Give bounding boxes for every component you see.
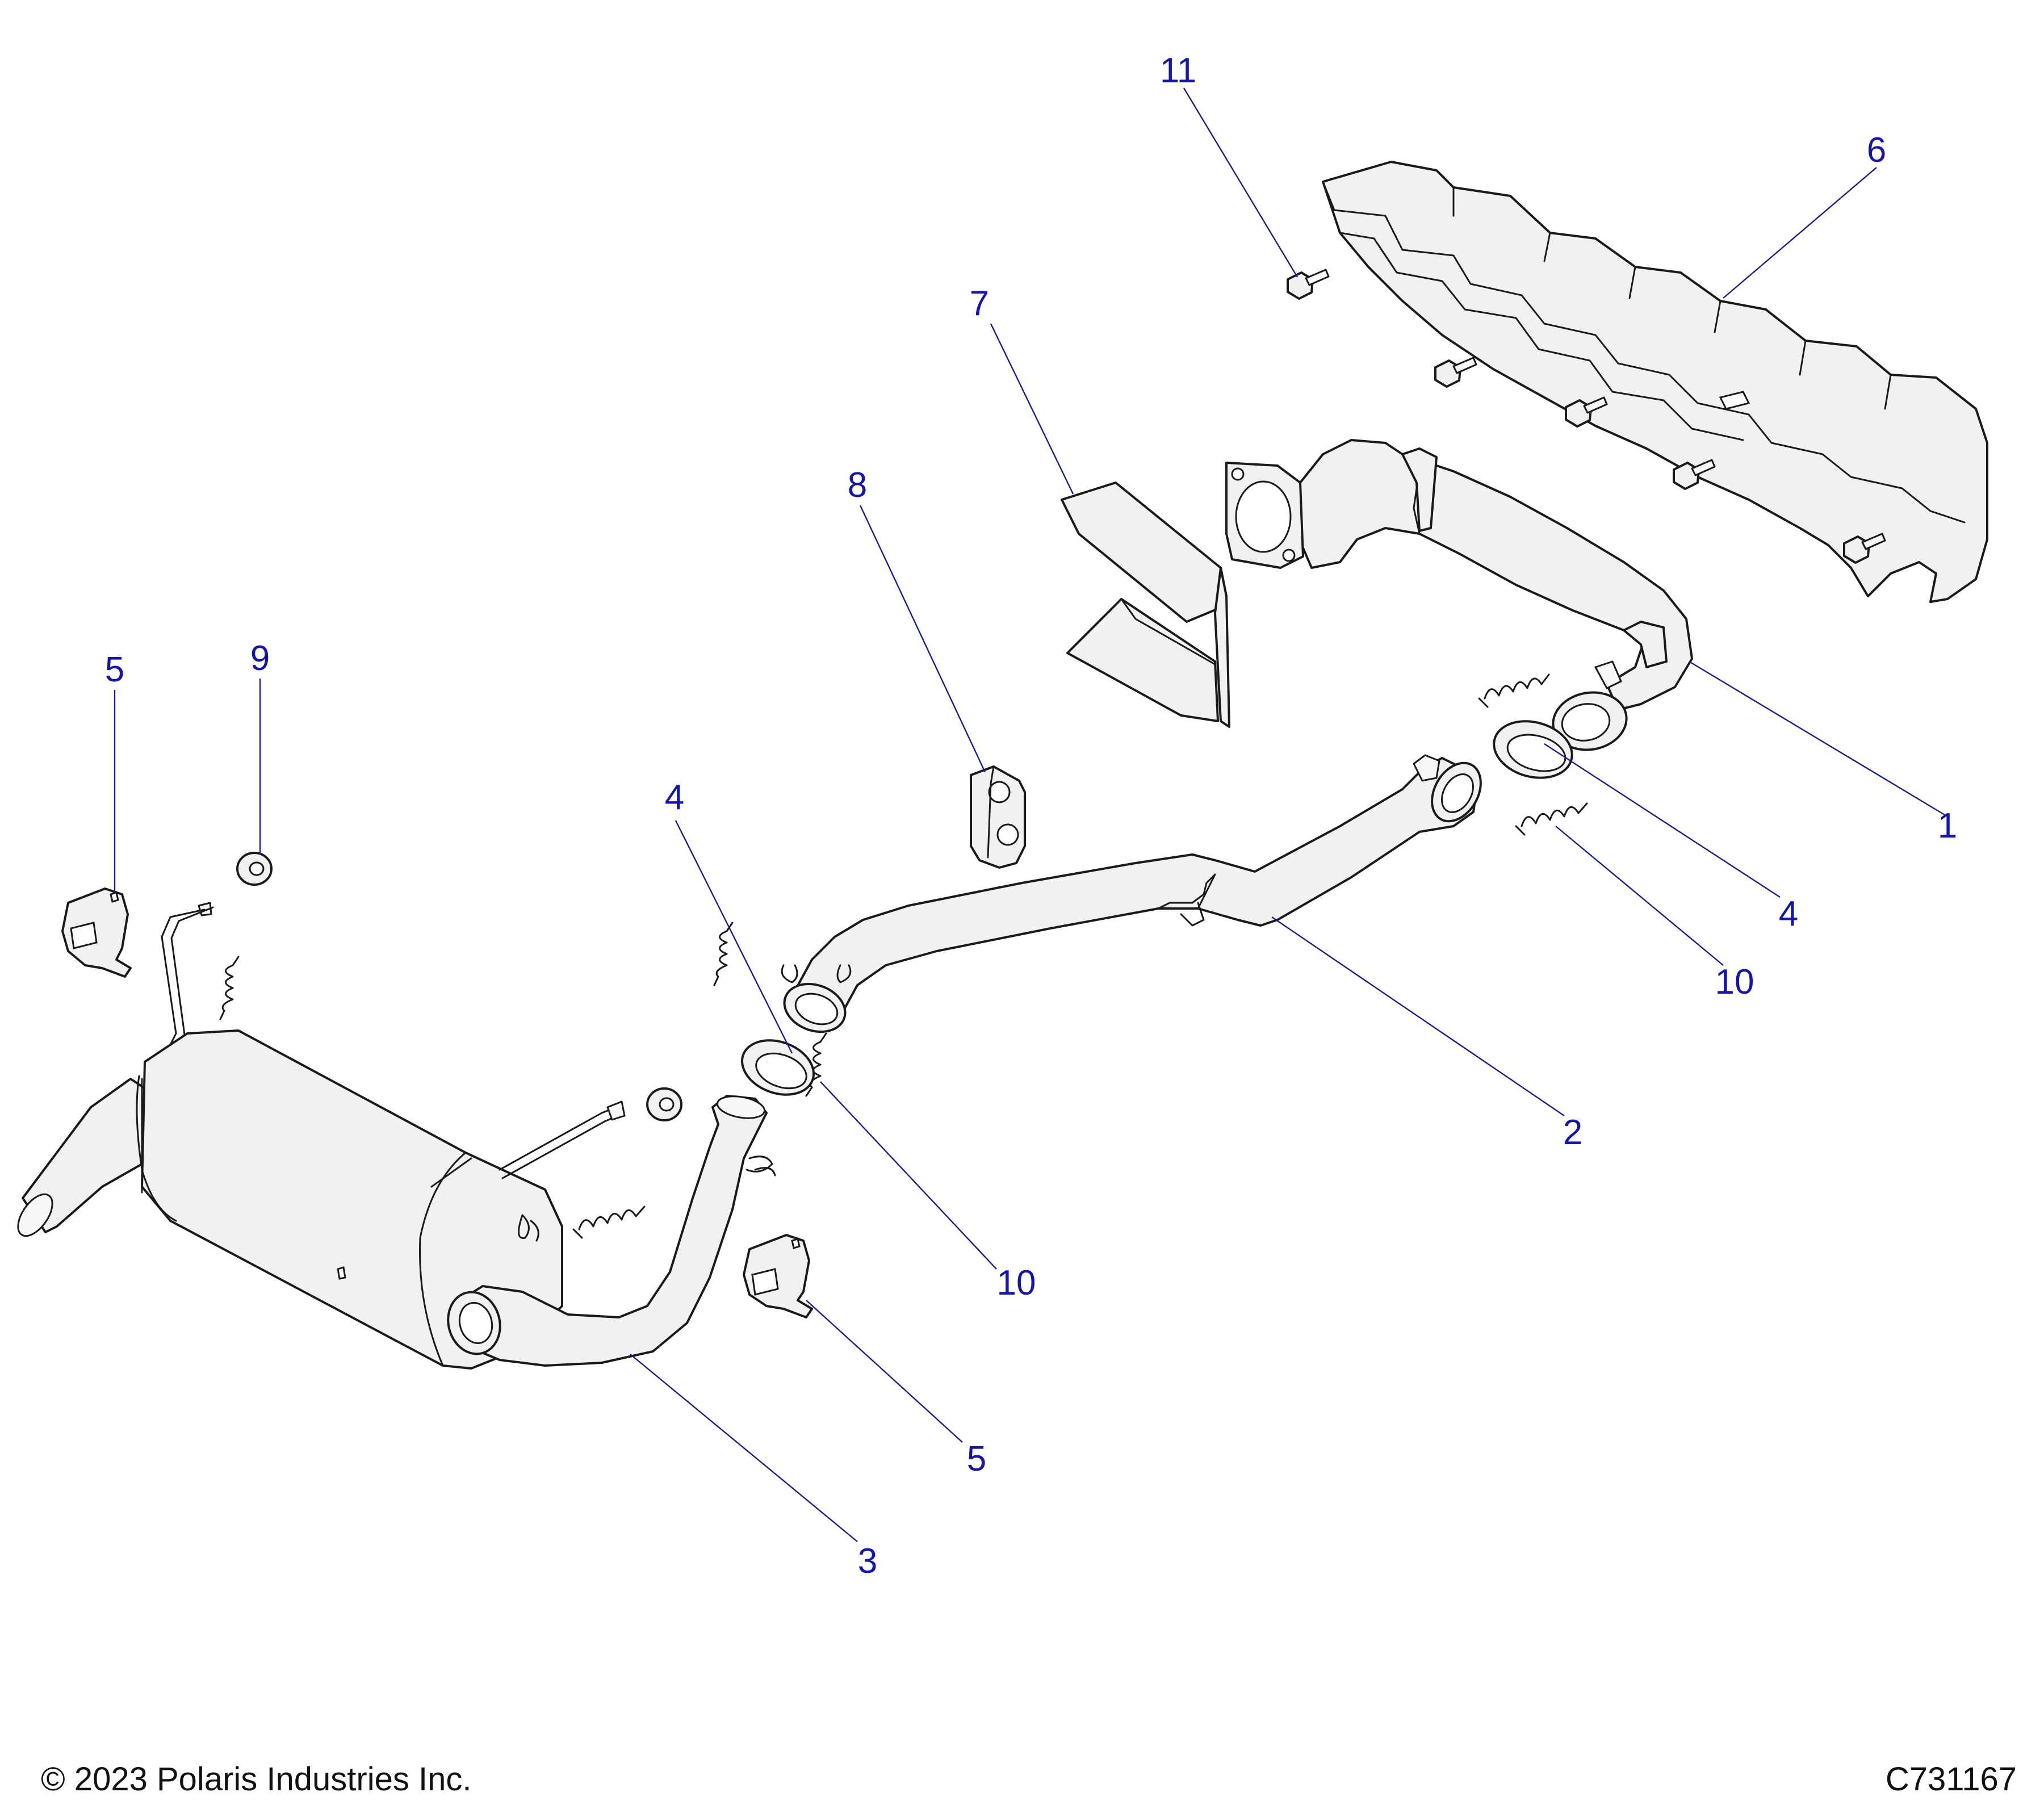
rubber-isolator — [970, 765, 1026, 869]
grommet-mid — [646, 1087, 682, 1121]
callout-6: 6 — [1867, 131, 1886, 170]
leader-line — [1271, 916, 1565, 1116]
gasket-upper — [1493, 720, 1573, 779]
callout-4-lower: 4 — [665, 778, 684, 817]
mounting-bracket-left — [61, 887, 132, 978]
flange-bolt — [1287, 269, 1330, 300]
leader-line — [675, 820, 793, 1054]
flange-bolt — [1434, 357, 1477, 388]
callout-2: 2 — [1563, 1113, 1582, 1152]
leader-line — [820, 1081, 997, 1270]
copyright-notice: © 2023 Polaris Industries Inc. — [41, 1761, 472, 1798]
grommet-left — [236, 852, 273, 886]
leader-line — [1689, 660, 1945, 816]
callouts: 11 6 7 8 5 9 4 1 4 10 2 10 5 3 — [105, 51, 1957, 1581]
callout-10-upper: 10 — [1715, 962, 1754, 1002]
callout-5-left: 5 — [105, 650, 124, 689]
gasket-lower — [741, 1039, 815, 1096]
flange-bolt — [1673, 459, 1716, 490]
callout-5-right: 5 — [967, 1439, 986, 1479]
leader-line — [859, 505, 986, 773]
callout-11: 11 — [1160, 51, 1196, 90]
callout-8: 8 — [848, 466, 867, 505]
callout-10-lower: 10 — [997, 1263, 1036, 1303]
callout-7: 7 — [970, 284, 989, 323]
heat-deflector — [1061, 482, 1230, 728]
leader-lines — [114, 87, 1945, 1542]
drawing-number: C731167 — [1885, 1761, 2017, 1798]
callout-1: 1 — [1938, 806, 1957, 845]
spring-lower — [572, 1205, 646, 1239]
spring-upper-2 — [1515, 802, 1588, 836]
leader-line — [1555, 826, 1724, 966]
flange-bolts — [1287, 269, 1886, 564]
leader-line — [1544, 743, 1781, 898]
leader-line — [1183, 87, 1299, 278]
mid-pipe — [781, 754, 1482, 1033]
flange-bolt — [1565, 396, 1608, 428]
spring-left — [219, 956, 240, 1020]
muffler-assembly — [17, 902, 776, 1370]
callout-4-upper: 4 — [1779, 894, 1798, 933]
flange-bolt — [1843, 533, 1886, 564]
callout-3: 3 — [858, 1542, 877, 1581]
leader-line — [806, 1300, 963, 1443]
heat-shield — [1322, 161, 1988, 603]
head-pipe — [1225, 439, 1693, 751]
leader-line — [1723, 167, 1877, 299]
callout-9: 9 — [250, 639, 270, 678]
leader-line — [630, 1354, 858, 1542]
spring-mid-1 — [713, 922, 734, 986]
spring-upper-1 — [1478, 673, 1550, 708]
leader-line — [990, 323, 1074, 495]
mounting-bracket-right — [743, 1234, 813, 1318]
